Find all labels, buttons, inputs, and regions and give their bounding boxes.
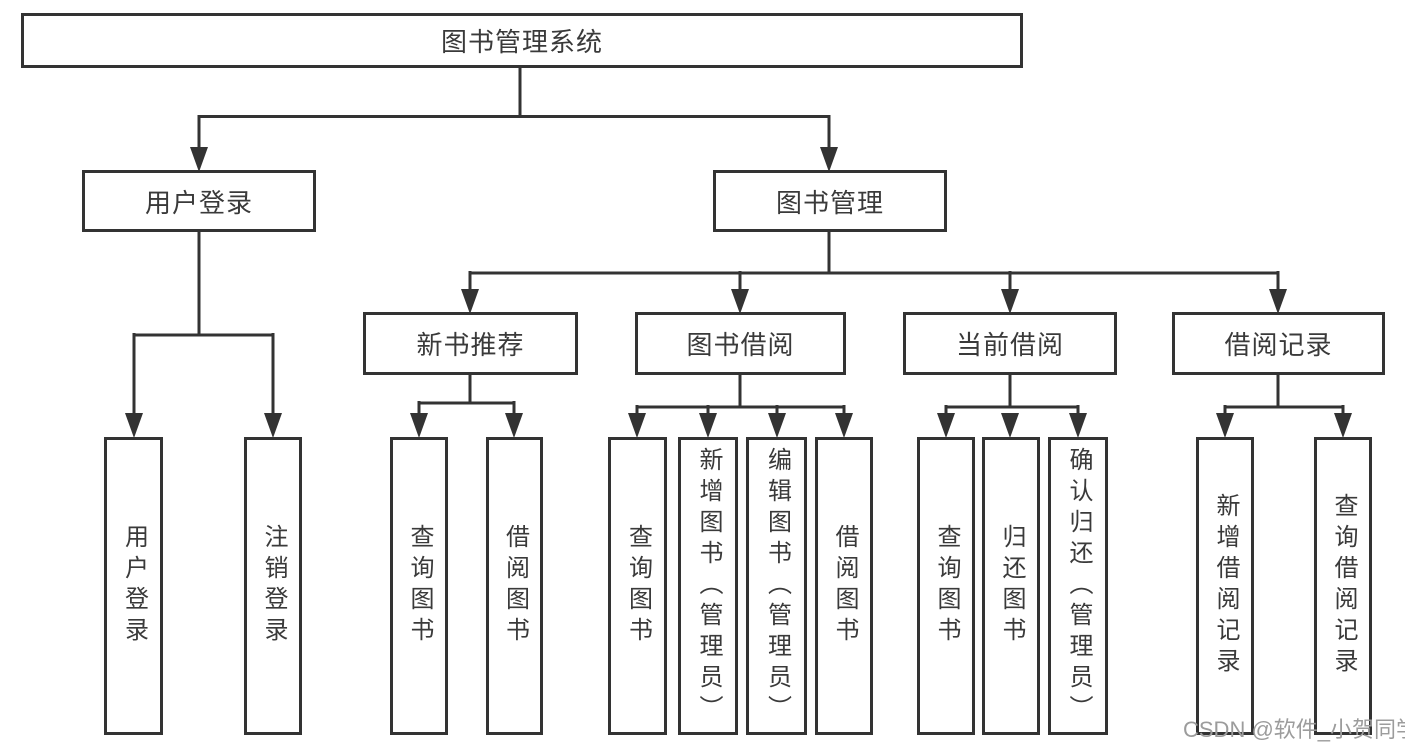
leaf-label: 注销登录 [260,524,287,648]
leaf-label: 确认归还（管理员） [1065,446,1092,726]
arrowhead-icons [125,147,1352,438]
leaf-query-books-recommend: 查询图书 [390,437,448,735]
leaf-logout: 注销登录 [244,437,302,735]
leaf-label: 查询图书 [933,524,960,648]
node-book-borrowing: 图书借阅 [635,312,846,375]
leaf-confirm-return-admin: 确认归还（管理员） [1048,437,1108,735]
node-borrowing-records: 借阅记录 [1172,312,1385,375]
leaf-borrow-books-borrow: 借阅图书 [815,437,873,735]
leaf-query-books-current: 查询图书 [917,437,975,735]
node-root: 图书管理系统 [21,13,1023,68]
leaf-query-books-borrow: 查询图书 [608,437,667,735]
node-user-login: 用户登录 [82,170,316,232]
leaf-add-books-admin: 新增图书（管理员） [678,437,738,735]
leaf-borrow-books-recommend: 借阅图书 [486,437,543,735]
leaf-label: 查询图书 [624,524,652,648]
node-book-management: 图书管理 [713,170,947,232]
leaf-add-borrow-record: 新增借阅记录 [1196,437,1254,735]
leaf-edit-books-admin: 编辑图书（管理员） [746,437,807,735]
leaf-label: 用户登录 [120,524,148,648]
leaf-label: 归还图书 [998,524,1025,648]
leaf-return-books: 归还图书 [982,437,1040,735]
leaf-label: 查询借阅记录 [1330,493,1357,679]
watermark: CSDN @软件_小贺同学 [1183,717,1405,742]
leaf-label: 查询图书 [406,524,433,648]
leaf-label: 新增图书（管理员） [695,446,722,726]
node-new-book-recommend: 新书推荐 [363,312,578,375]
leaf-label: 借阅图书 [501,524,529,648]
leaf-label: 借阅图书 [831,524,858,648]
leaf-query-borrow-record: 查询借阅记录 [1314,437,1372,735]
leaf-label: 编辑图书（管理员） [763,446,791,726]
leaf-label: 新增借阅记录 [1212,493,1239,679]
node-current-borrowing: 当前借阅 [903,312,1117,375]
leaf-user-login: 用户登录 [104,437,163,735]
